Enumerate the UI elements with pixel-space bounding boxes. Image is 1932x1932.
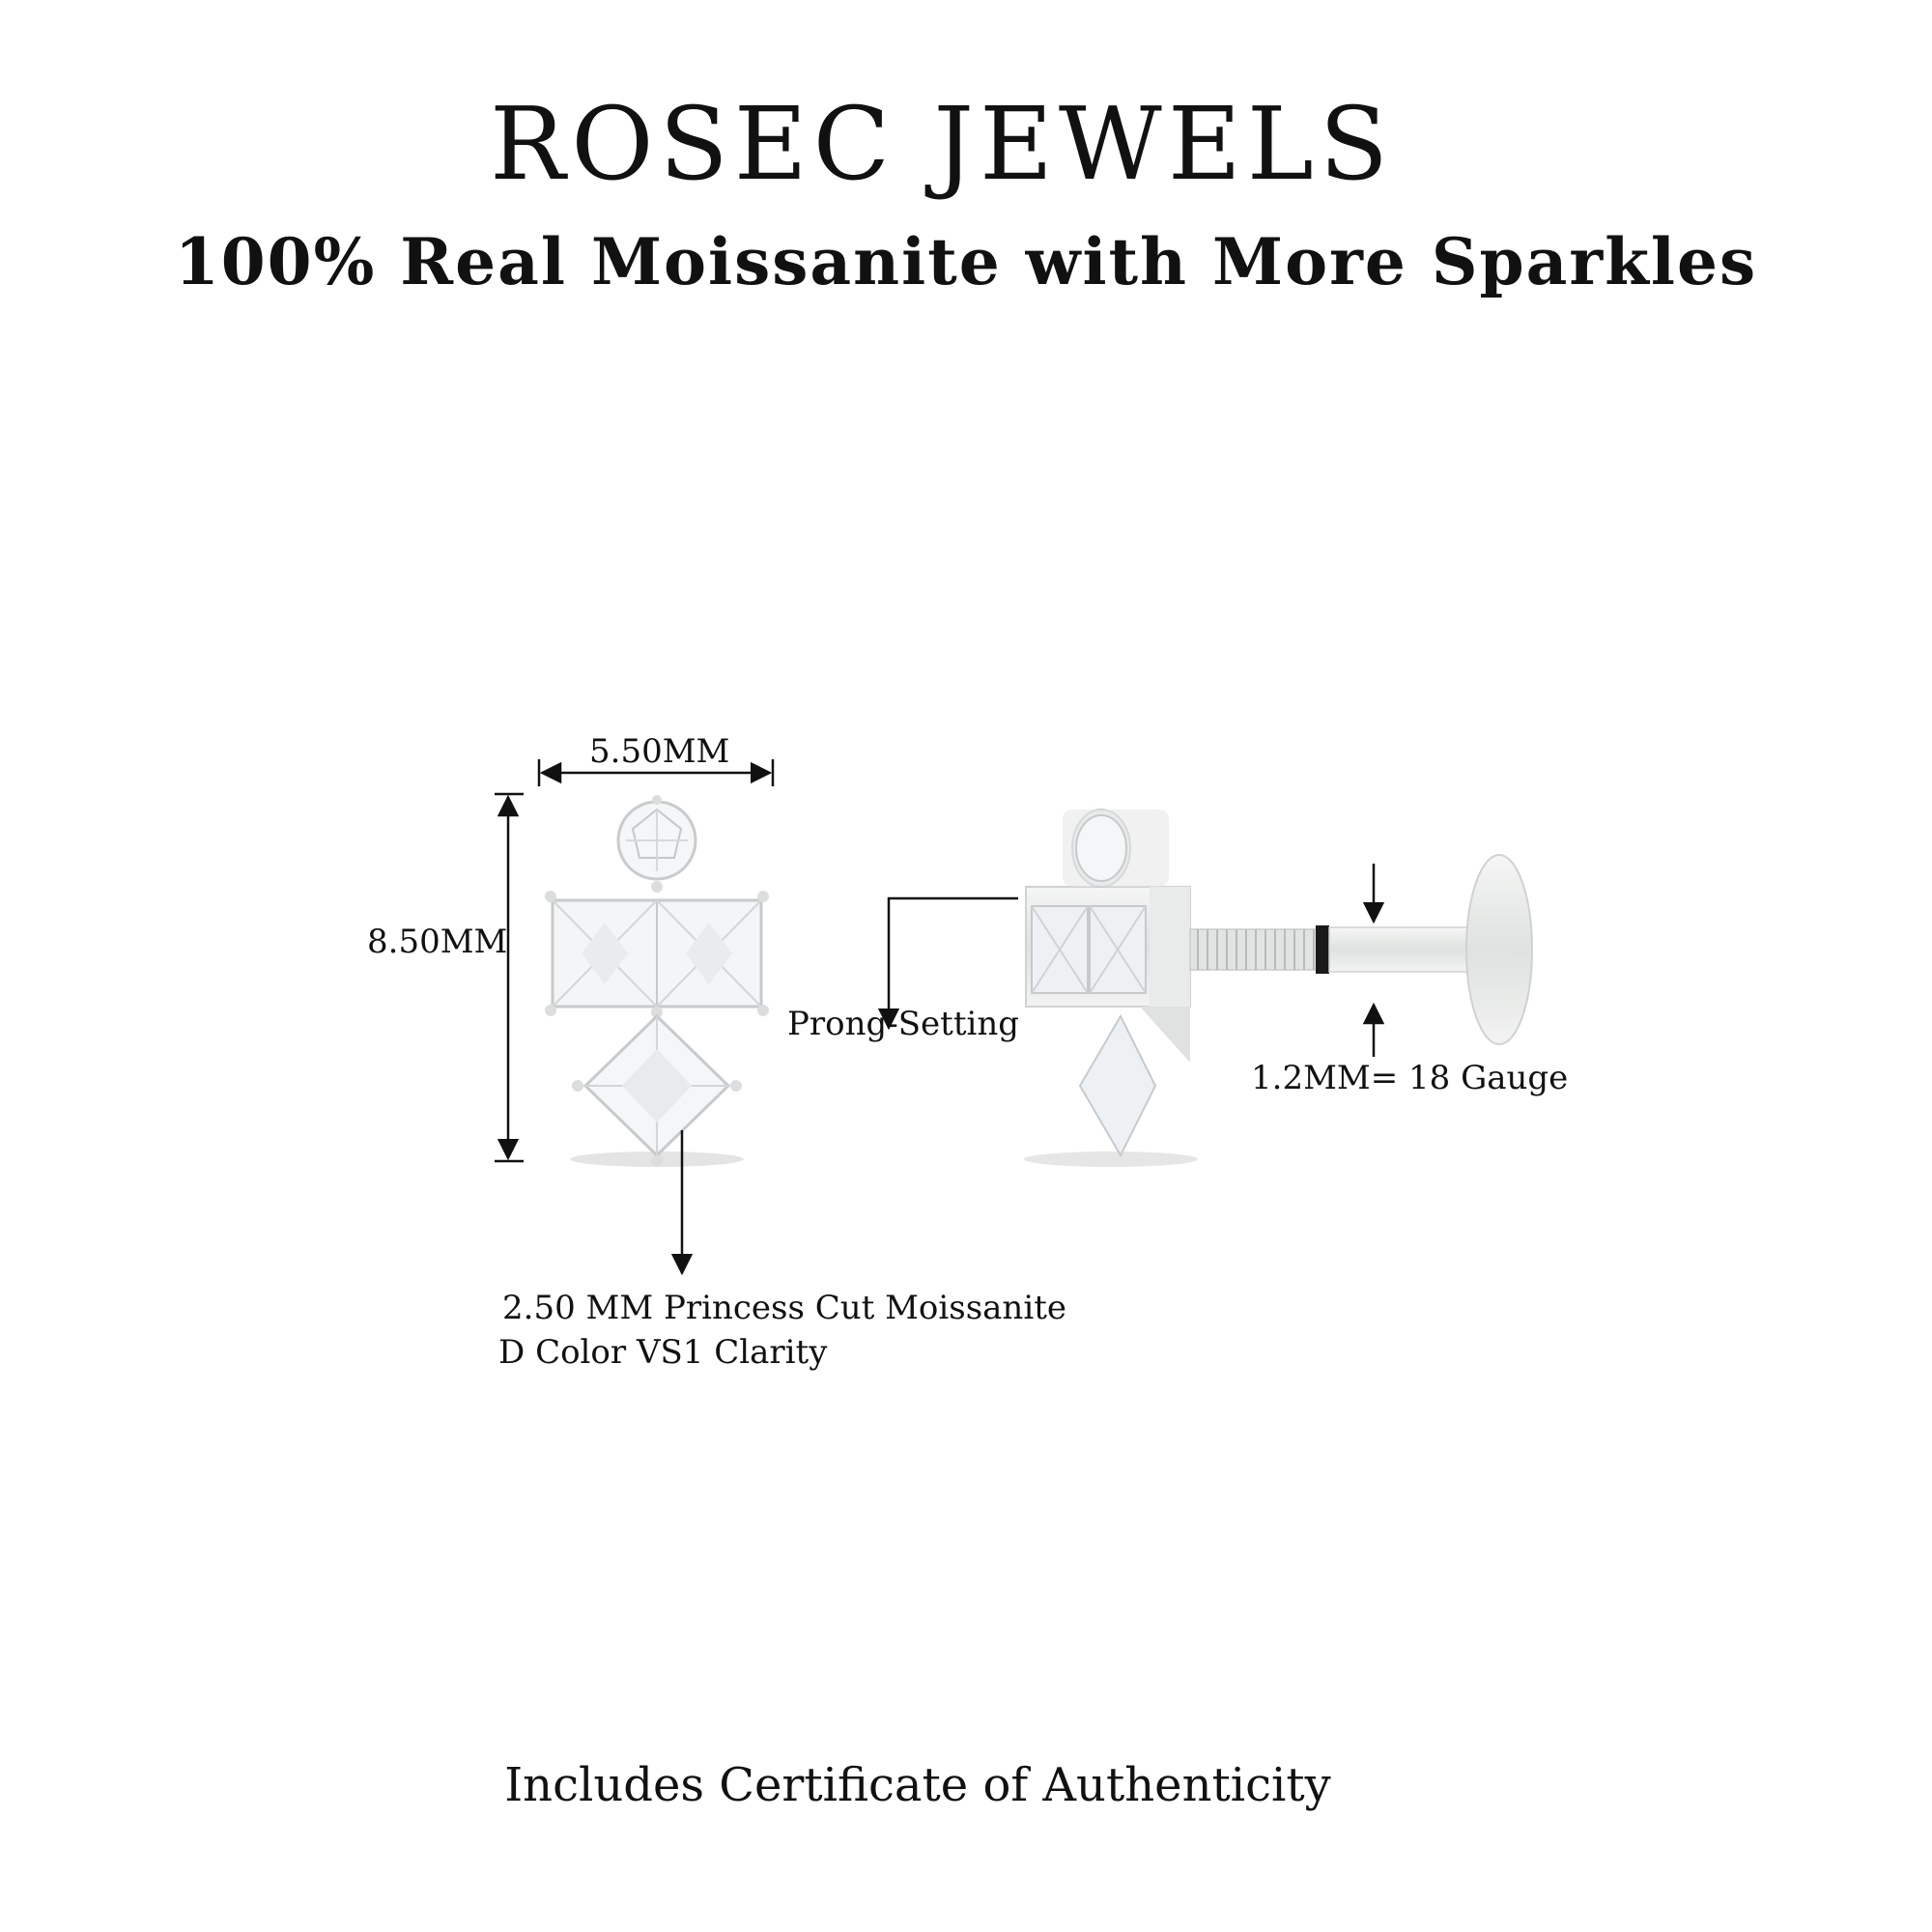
princess-diamond-front bbox=[572, 1013, 742, 1167]
round-stone-front bbox=[616, 795, 697, 893]
earring-front-view bbox=[545, 795, 769, 1167]
prong-leader-line bbox=[877, 896, 1018, 1031]
height-label: 8.50MM bbox=[367, 923, 508, 961]
princess-pair-front bbox=[545, 891, 769, 1018]
stone-spec-line1: 2.50 MM Princess Cut Moissanite bbox=[502, 1289, 1066, 1327]
stone-spec-line2: D Color VS1 Clarity bbox=[498, 1333, 828, 1372]
height-dimension bbox=[495, 792, 524, 1163]
width-label: 5.50MM bbox=[589, 732, 730, 771]
prong-setting-label: Prong-Setting bbox=[787, 1005, 1020, 1043]
certificate-note: Includes Certificate of Authenticity bbox=[504, 1758, 1331, 1812]
brand-title: ROSEC JEWELS bbox=[489, 85, 1395, 203]
tagline: 100% Real Moissanite with More Sparkles bbox=[174, 224, 1758, 299]
earring-side-view bbox=[1024, 809, 1533, 1167]
gauge-label: 1.2MM= 18 Gauge bbox=[1251, 1059, 1569, 1097]
width-dimension bbox=[537, 759, 775, 786]
